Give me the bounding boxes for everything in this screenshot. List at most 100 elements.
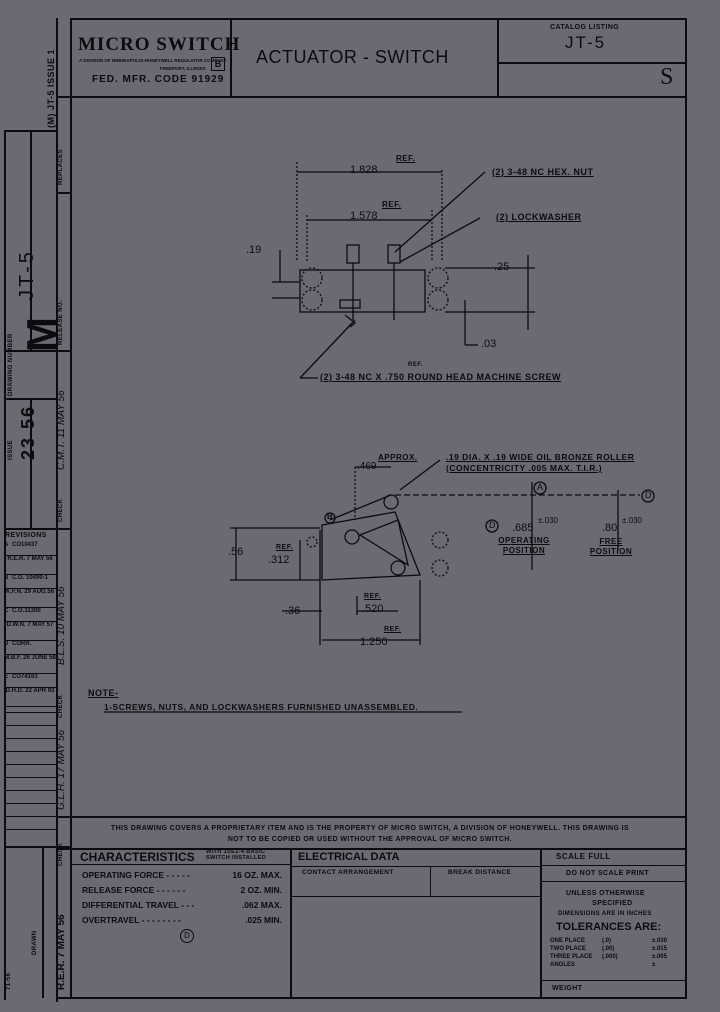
roller-note: .19 DIA. X .19 WIDE OIL BRONZE ROLLER: [446, 452, 635, 462]
char-block-top: [56, 848, 687, 850]
frame-right-edge: [685, 18, 687, 998]
nut-outline-side: [431, 559, 449, 577]
revision-text: C.O. 10490-1: [12, 575, 49, 581]
strip-sep-3: [4, 350, 70, 352]
dim-25-text: .25: [494, 261, 510, 273]
strip-drawn-div: [42, 846, 44, 998]
nut-outline-side: [431, 531, 449, 549]
hex-nut-outline: [427, 267, 449, 289]
strip-sep-1: [56, 96, 70, 98]
char-value: .025 MIN.: [245, 915, 282, 925]
leader-hex-nut: [394, 171, 486, 253]
revision-row: D.W.N. 7 MAY 57: [4, 622, 56, 641]
revision-text: CO10437: [12, 542, 38, 548]
revision-row: R.E.R. 7 MAY 56: [4, 556, 56, 575]
tol-row: THREE PLACE(.000)±.005: [550, 954, 680, 962]
tol-row: ANGLES±: [550, 962, 680, 970]
char-value: .062 MAX.: [241, 900, 282, 910]
revision-letter: C: [4, 608, 9, 614]
drawing-title: ACTUATOR - SWITCH: [256, 47, 449, 67]
revision-text: K.F.N. 29 AUG.56: [5, 589, 55, 595]
elec-divider: [540, 848, 542, 998]
dim-56-text: .56: [228, 546, 244, 558]
mount-hole: [390, 560, 406, 576]
strip-sep-2: [56, 192, 70, 194]
char-title: CHARACTERISTICS: [80, 850, 195, 864]
dims-in-inches: DIMENSIONS ARE IN INCHES: [558, 911, 652, 917]
elec-title: ELECTRICAL DATA: [298, 851, 400, 863]
tol-row: TWO PLACE(.00)±.015: [550, 946, 680, 954]
label-b-circle: [324, 512, 336, 524]
leader-screw: [299, 319, 356, 379]
hex-nut-outline: [301, 267, 323, 289]
char-value: 2 OZ. MIN.: [240, 885, 282, 895]
company-subtitle: A DIVISION OF MINNEAPOLIS-HONEYWELL REGU…: [79, 58, 227, 63]
dim-520-text: .520: [362, 603, 384, 615]
title-divider-2: [497, 18, 499, 96]
label-d-circle: [641, 489, 655, 503]
revision-text: C.O.11300: [12, 608, 41, 614]
elec-col-divider: [430, 866, 431, 896]
char-label: OVERTRAVEL - - - - - - - -: [82, 915, 181, 925]
label-d-2: D: [489, 520, 496, 530]
tolerances-label: TOLERANCES ARE:: [556, 921, 662, 933]
dim-19-text: .19: [246, 244, 262, 256]
revision-text: M.B.F. 26 JUNE 58: [4, 655, 56, 661]
catalog-label: CATALOG LISTING: [550, 24, 620, 31]
scale-line: [540, 865, 687, 866]
tol-685: ±.030: [538, 516, 558, 525]
lever-slot: [358, 519, 409, 567]
tol-fmt: (.000): [602, 954, 618, 960]
left-strip-outer: [4, 130, 6, 1000]
screw-head-right: [387, 244, 401, 264]
roller-note-2: (CONCENTRICITY .005 MAX. T.I.R.): [446, 463, 603, 473]
revision-letter: E: [4, 674, 9, 680]
char-row: RELEASE FORCE - - - - - -2 OZ. MIN.: [82, 885, 282, 900]
blank-revision-rows: [4, 700, 56, 840]
strip-sep-6: [4, 846, 70, 848]
char-title-underline: [72, 864, 290, 865]
revision-text: D.H.D. 22 APR 93: [5, 688, 55, 694]
dim-03-text: .03: [481, 338, 497, 350]
ref-label-312: REF.: [276, 544, 294, 551]
elec-col-break: BREAK DISTANCE: [448, 869, 512, 876]
approx-label: APPROX.: [378, 453, 418, 462]
company-location: FREEPORT, ILLINOIS: [160, 66, 206, 71]
weight-label: WEIGHT: [552, 985, 583, 992]
sheet-mark: S: [660, 64, 674, 90]
catalog-divider: [497, 62, 687, 64]
tol-fmt: [602, 962, 652, 970]
char-subtitle: WITH 1SE1-4 BASIC SWITCH INSTALLED: [206, 849, 267, 861]
revision-letter: B: [4, 575, 9, 581]
title-divider-1: [230, 18, 232, 96]
title-block-bottom: [70, 96, 687, 98]
tol-fmt: (.00): [602, 946, 615, 952]
strip-issue-div: [30, 398, 32, 528]
switch-body: [299, 269, 426, 313]
revision-text: R.E.R. 7 MAY 56: [7, 556, 53, 562]
label-a-circle: [533, 481, 547, 495]
bottom-block-top: [56, 816, 687, 818]
lever-arm: [329, 494, 392, 521]
characteristics-list: OPERATING FORCE - - - - -16 OZ. MAX. REL…: [82, 870, 282, 930]
tol-value: ±.015: [652, 946, 667, 952]
elec-header-line: [290, 866, 540, 867]
frame-left-strip-inner: [56, 18, 58, 1002]
unless-label: UNLESS OTHERWISE: [566, 890, 646, 897]
note-screw: (2) 3-48 NC X .750 ROUND HEAD MACHINE SC…: [320, 372, 562, 382]
note-1: 1-SCREWS, NUTS, AND LOCKWASHERS FURNISHE…: [104, 702, 419, 712]
note-lockwasher: (2) LOCKWASHER: [496, 212, 582, 222]
actuator-lever: [321, 511, 421, 581]
elec-col-line: [290, 896, 540, 897]
tolerance-list: ONE PLACE(.0)±.030 TWO PLACE(.00)±.015 T…: [550, 938, 680, 970]
tol-80: ±.030: [622, 516, 642, 525]
do-not-scale: DO NOT SCALE PRINT: [566, 870, 650, 877]
revision-text: CORR.: [12, 641, 32, 647]
revisions-label: REVISIONS: [5, 532, 47, 539]
free-position: FREE POSITION: [589, 537, 633, 556]
